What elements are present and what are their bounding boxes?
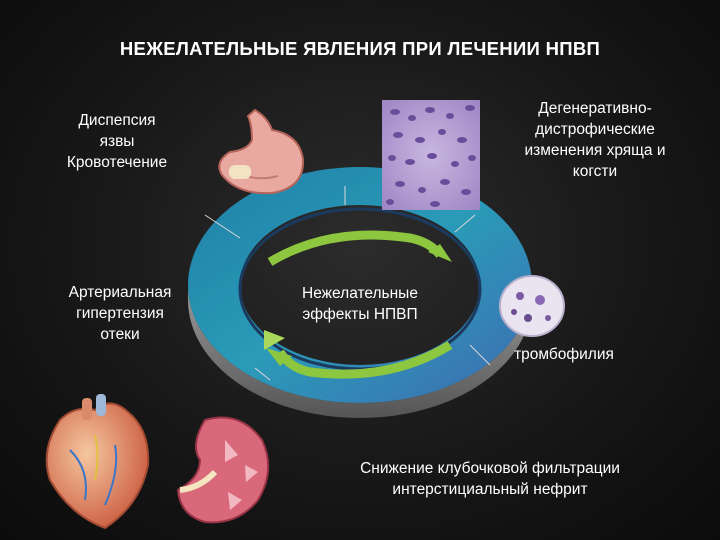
label-cartilage-line-1: Дегенеративно- xyxy=(538,100,652,117)
center-label-line-2: эффекты НПВП xyxy=(302,306,418,323)
cycle-arrows-icon xyxy=(264,230,453,379)
center-label: Нежелательные эффекты НПВП xyxy=(270,283,450,325)
label-gi-line-3: Кровотечение xyxy=(66,154,168,171)
label-kidney-line-1: Снижение клубочковой фильтрации xyxy=(360,460,620,477)
stomach-icon xyxy=(218,108,305,195)
label-thrombo: тромбофилия xyxy=(494,344,634,365)
label-kidney: Снижение клубочковой фильтрации интерсти… xyxy=(290,458,690,500)
label-cartilage-line-3: изменения хряща и xyxy=(524,142,666,159)
label-cardio-line-2: гипертензия xyxy=(76,305,164,322)
label-cardio: Артериальная гипертензия отеки xyxy=(40,282,200,345)
label-cartilage-line-4: когсти xyxy=(572,163,618,180)
kidney-icon xyxy=(176,416,270,524)
ring-inner-edge xyxy=(238,207,482,371)
label-thrombo-line-1: тромбофилия xyxy=(514,346,614,363)
slide-title: НЕЖЕЛАТЕЛЬНЫЕ ЯВЛЕНИЯ ПРИ ЛЕЧЕНИИ НПВП xyxy=(119,38,601,59)
label-cartilage-line-2: дистрофические xyxy=(535,121,655,138)
label-gi-line-2: язвы xyxy=(99,133,135,150)
connector-lines xyxy=(204,186,491,381)
label-kidney-line-2: интерстициальный нефрит xyxy=(392,481,588,498)
heart-icon xyxy=(45,394,150,530)
label-cardio-line-3: отеки xyxy=(100,326,140,343)
label-cardio-line-1: Артериальная xyxy=(68,284,172,301)
label-cartilage: Дегенеративно- дистрофические изменения … xyxy=(480,98,710,182)
cartilage-tissue-image xyxy=(382,100,480,210)
center-label-line-1: Нежелательные xyxy=(302,285,418,302)
blood-cell-icon xyxy=(499,275,565,337)
label-gi-line-1: Диспепсия xyxy=(78,112,156,129)
label-gi: Диспепсия язвы Кровотечение xyxy=(42,110,192,173)
